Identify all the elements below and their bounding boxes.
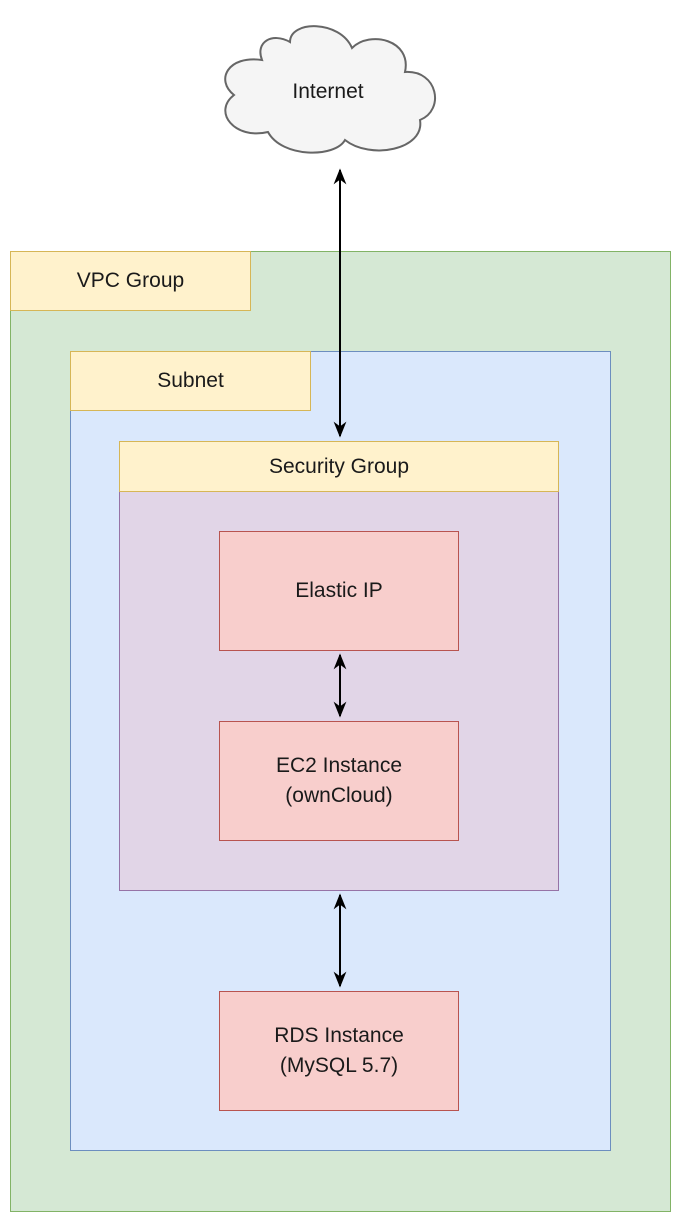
vpc-group-label: VPC Group — [10, 251, 251, 311]
rds-instance-node: RDS Instance (MySQL 5.7) — [219, 991, 459, 1111]
security-group-label: Security Group — [119, 441, 559, 492]
subnet-label: Subnet — [70, 351, 311, 411]
internet-label: Internet — [292, 80, 364, 103]
elastic-ip-node: Elastic IP — [219, 531, 459, 651]
ec2-instance-node: EC2 Instance (ownCloud) — [219, 721, 459, 841]
